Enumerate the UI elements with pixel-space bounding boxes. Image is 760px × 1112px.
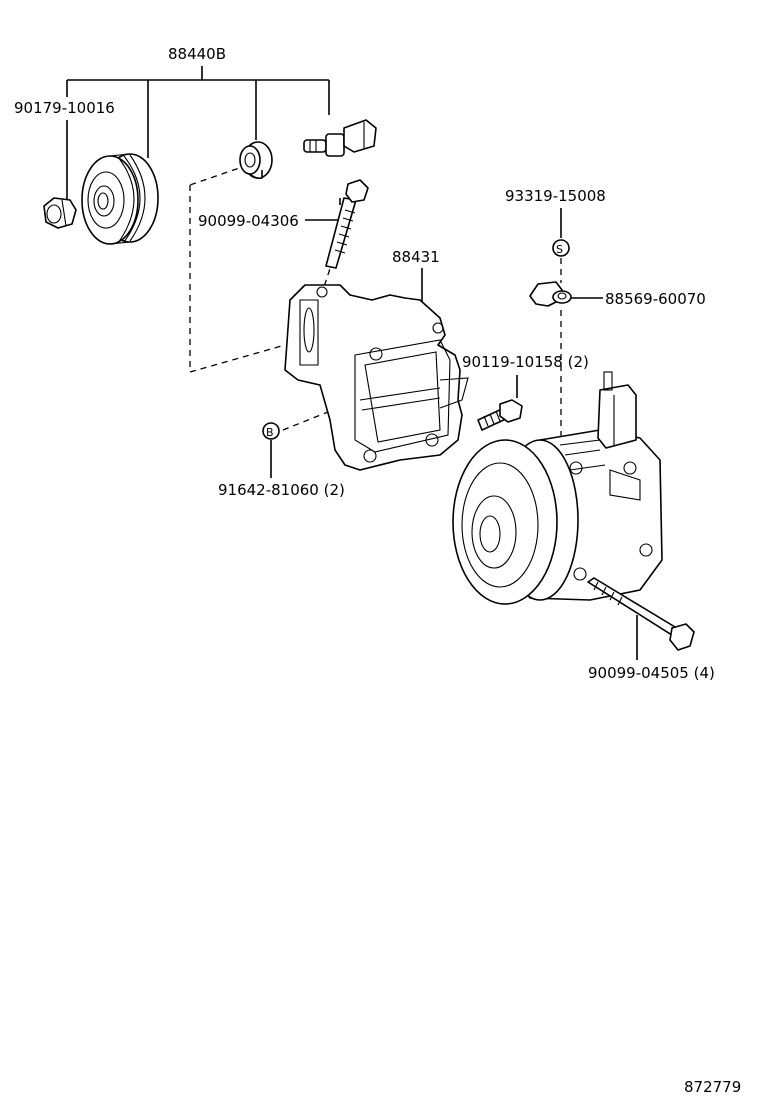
callout-90179-10016[interactable]: 90179-10016 [14, 99, 115, 117]
long-bolt-icon [325, 179, 369, 269]
compressor-icon [452, 371, 663, 605]
collar-icon [239, 141, 273, 180]
leader-88440B [66, 66, 330, 200]
marker-b: B [262, 422, 280, 440]
svg-text:S: S [556, 243, 563, 256]
callout-90099-04306[interactable]: 90099-04306 [198, 212, 299, 230]
callout-88431[interactable]: 88431 [392, 248, 440, 266]
callout-88569-60070[interactable]: 88569-60070 [605, 290, 706, 308]
callout-90099-04505[interactable]: 90099-04505 (4) [588, 664, 715, 682]
callout-91642-81060[interactable]: 91642-81060 (2) [218, 481, 345, 499]
assembly-dashed-lines [189, 164, 562, 445]
marker-s: S [552, 239, 570, 257]
pulley-icon [81, 153, 159, 245]
svg-text:B: B [266, 426, 274, 439]
bracket-icon [284, 284, 469, 471]
bolt-spacer-icon [303, 119, 377, 157]
callout-93319-15008[interactable]: 93319-15008 [505, 187, 606, 205]
compressor-bolt-icon [587, 577, 695, 651]
nut-icon [43, 197, 77, 229]
callout-88440B[interactable]: 88440B [168, 45, 226, 63]
callout-90119-10158[interactable]: 90119-10158 (2) [462, 353, 589, 371]
diagram-number: 872779 [684, 1078, 741, 1096]
short-bolt-icon [477, 399, 523, 431]
clamp-icon [529, 281, 572, 307]
